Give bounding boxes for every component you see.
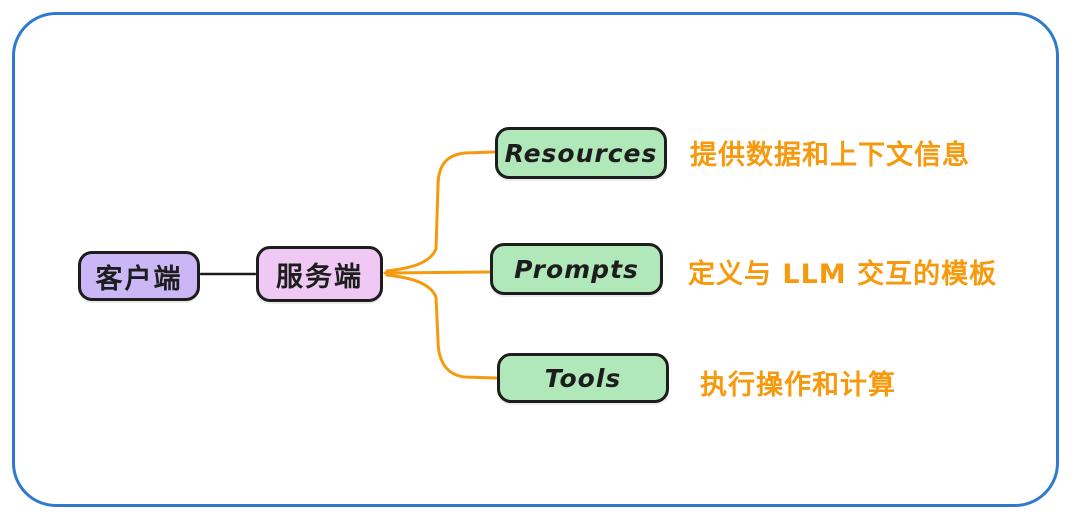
outer-frame-border	[12, 12, 1059, 507]
node-tools-label: Tools	[544, 363, 622, 393]
annotation-resources: 提供数据和上下文信息	[690, 140, 970, 171]
node-client: 客户端	[78, 251, 200, 301]
annotation-prompts: 定义与 LLM 交互的模板	[688, 259, 998, 290]
edge-server-prompts	[383, 270, 491, 275]
edge-server-tools	[385, 273, 498, 380]
node-resources: Resources	[495, 127, 667, 179]
node-prompts: Prompts	[490, 243, 663, 295]
node-client-label: 客户端	[95, 263, 183, 295]
edge-server-resources	[385, 150, 496, 273]
node-prompts-label: Prompts	[514, 254, 639, 284]
node-server: 服务端	[256, 246, 383, 302]
node-resources-label: Resources	[504, 138, 658, 168]
annotation-tools: 执行操作和计算	[700, 370, 896, 401]
node-tools: Tools	[497, 353, 669, 403]
node-server-label: 服务端	[276, 261, 363, 293]
